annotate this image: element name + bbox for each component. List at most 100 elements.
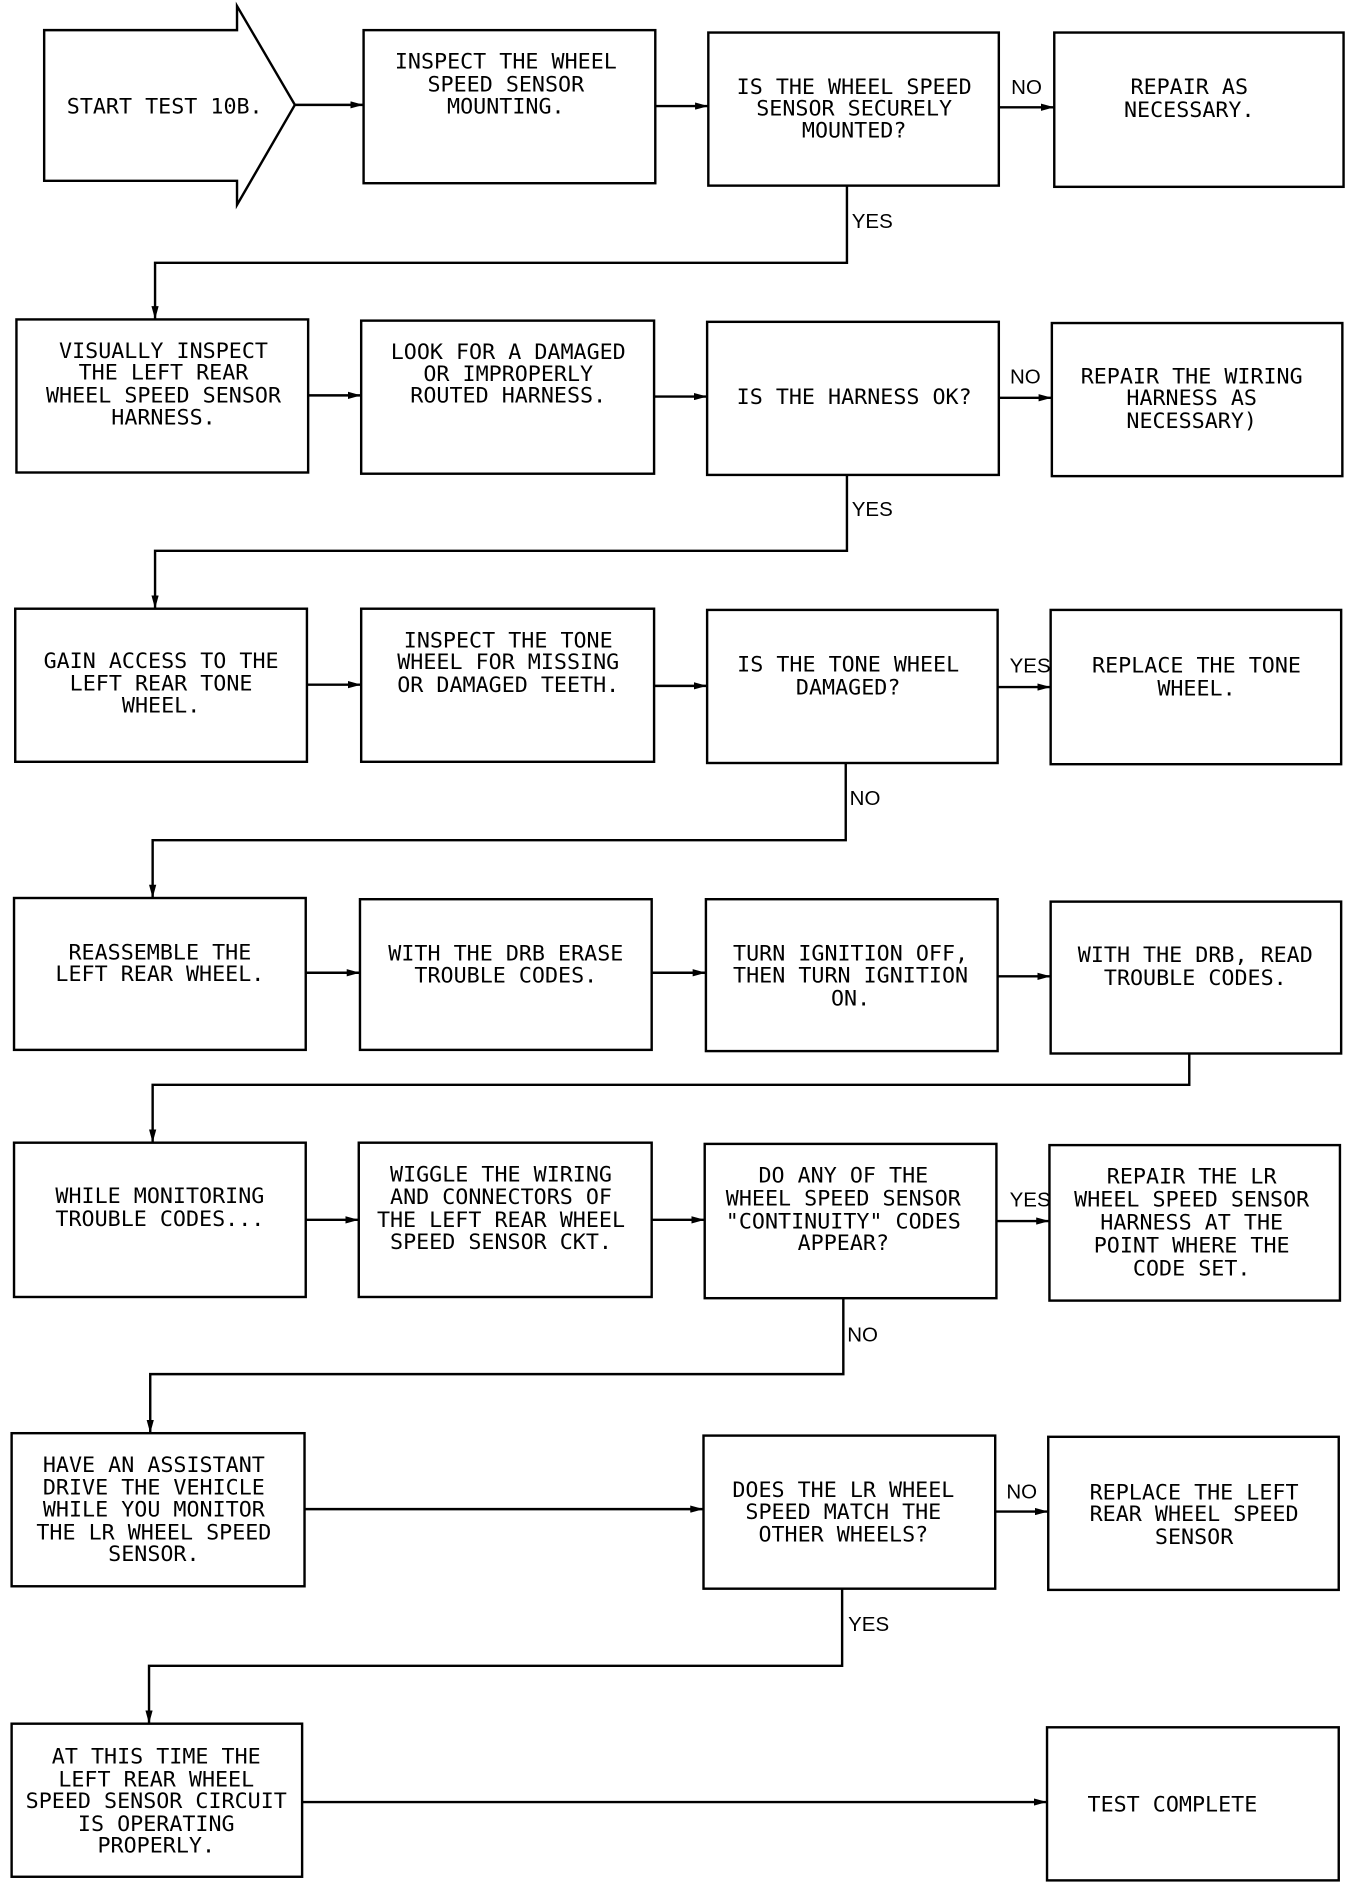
edge-label-yes: YES xyxy=(852,498,893,521)
step-text-line: HARNESS. xyxy=(111,405,215,430)
step-text-line: INSPECT THE WHEEL xyxy=(395,50,617,75)
step-text-line: NECESSARY. xyxy=(1124,98,1255,123)
step-box xyxy=(362,28,657,185)
step-text-line: HARNESS AS xyxy=(1126,386,1257,411)
decision-box xyxy=(705,608,999,765)
step-text-line: TROUBLE CODES. xyxy=(414,963,597,988)
step-text-line: WIGGLE THE WIRING xyxy=(390,1162,612,1187)
step-text-line: WITH THE DRB, READ xyxy=(1078,943,1313,968)
step-text-line: POINT WHERE THE xyxy=(1094,1233,1290,1258)
step-text-line: TEST COMPLETE xyxy=(1088,1793,1258,1818)
decision-box xyxy=(702,1434,997,1590)
decision-sensor-mounted: IS THE WHEEL SPEED SENSOR SECURELY MOUNT… xyxy=(707,31,1001,187)
step-reassemble-wheel: REASSEMBLE THE LEFT REAR WHEEL. xyxy=(12,896,307,1052)
decision-text-line: DOES THE LR WHEEL xyxy=(732,1478,954,1503)
step-box xyxy=(1053,31,1345,189)
step-text-line: WHEEL SPEED SENSOR xyxy=(1074,1188,1310,1213)
step-text-line: TROUBLE CODES. xyxy=(1104,966,1287,991)
edge-label-no: NO xyxy=(1010,365,1041,388)
step-box xyxy=(10,1722,304,1878)
edge-label-yes: YES xyxy=(1010,1189,1051,1212)
step-text-line: SPEED SENSOR xyxy=(427,73,585,98)
step-wiggle-wiring: WIGGLE THE WIRING AND CONNECTORS OF THE … xyxy=(357,1141,653,1299)
step-text-line: ON. xyxy=(831,986,870,1011)
step-replace-tone-wheel: REPLACE THE TONE WHEEL. xyxy=(1049,608,1343,766)
decision-box xyxy=(707,31,1001,187)
edge-labels: NO YES NO YES YES NO YES NO NO YES xyxy=(847,76,1050,1636)
connector-arrow xyxy=(151,185,849,320)
step-text-line: THE LEFT REAR WHEEL xyxy=(377,1208,625,1233)
step-drive-test: HAVE AN ASSISTANT DRIVE THE VEHICLE WHIL… xyxy=(10,1431,306,1588)
step-text-line: WHEEL SPEED SENSOR xyxy=(46,384,282,409)
step-box xyxy=(358,898,653,1052)
start-label: START TEST 10B. xyxy=(67,94,263,119)
step-monitor-codes: WHILE MONITORING TROUBLE CODES... xyxy=(12,1141,307,1299)
step-test-complete: TEST COMPLETE xyxy=(1045,1726,1340,1882)
edge-label-no: NO xyxy=(850,787,881,810)
step-box xyxy=(359,319,656,475)
step-text-line: OR DAMAGED TEETH. xyxy=(397,673,619,698)
step-text-line: WHEEL FOR MISSING xyxy=(397,650,619,675)
step-text-line: WHEEL. xyxy=(122,693,200,718)
step-box xyxy=(10,1431,306,1588)
step-text-line: REAR WHEEL SPEED xyxy=(1090,1502,1299,1527)
decision-speed-match: DOES THE LR WHEEL SPEED MATCH THE OTHER … xyxy=(702,1434,997,1590)
step-box xyxy=(357,1141,653,1299)
step-text-line: GAIN ACCESS TO THE xyxy=(44,649,279,674)
decision-text-line: APPEAR? xyxy=(798,1231,889,1256)
decision-text-line: DO ANY OF THE xyxy=(758,1163,928,1188)
step-text-line: LOOK FOR A DAMAGED xyxy=(391,340,626,365)
step-erase-codes: WITH THE DRB ERASE TROUBLE CODES. xyxy=(358,898,653,1052)
step-look-for-damage: LOOK FOR A DAMAGED OR IMPROPERLY ROUTED … xyxy=(359,319,656,475)
step-text-line: SENSOR. xyxy=(108,1542,199,1567)
connector-arrow xyxy=(151,474,849,609)
step-replace-sensor: REPLACE THE LEFT REAR WHEEL SPEED SENSOR xyxy=(1047,1435,1340,1592)
edge-label-yes: YES xyxy=(848,1613,889,1636)
connector-arrow xyxy=(146,1298,845,1434)
step-repair-lr-harness: REPAIR THE LR WHEEL SPEED SENSOR HARNESS… xyxy=(1048,1143,1342,1302)
step-text-line: REASSEMBLE THE xyxy=(68,940,251,965)
step-text-line: LEFT REAR WHEEL xyxy=(58,1767,254,1792)
step-text-line: REPAIR THE WIRING xyxy=(1081,364,1303,389)
decision-continuity-codes: DO ANY OF THE WHEEL SPEED SENSOR "CONTIN… xyxy=(703,1142,998,1300)
step-box xyxy=(12,1141,307,1299)
step-inspect-mounting: INSPECT THE WHEEL SPEED SENSOR MOUNTING. xyxy=(362,28,657,185)
step-text-line: THEN TURN IGNITION xyxy=(733,963,968,988)
decision-text-line: SPEED MATCH THE xyxy=(745,1500,941,1525)
step-box xyxy=(1045,1726,1340,1882)
step-text-line: INSPECT THE TONE xyxy=(404,628,613,653)
decision-box xyxy=(703,1142,998,1300)
step-text-line: WHILE MONITORING xyxy=(55,1184,264,1209)
step-inspect-harness: VISUALLY INSPECT THE LEFT REAR WHEEL SPE… xyxy=(15,318,310,474)
step-text-line: ROUTED HARNESS. xyxy=(410,384,606,409)
step-text-line: WHILE YOU MONITOR xyxy=(43,1497,266,1522)
step-text-line: REPLACE THE TONE xyxy=(1092,654,1301,679)
decision-text-line: MOUNTED? xyxy=(802,118,906,143)
step-text-line: REPAIR THE LR xyxy=(1107,1165,1278,1190)
decision-text-line: SENSOR SECURELY xyxy=(756,97,952,122)
step-text-line: THE LR WHEEL SPEED xyxy=(36,1520,271,1545)
step-text-line: WITH THE DRB ERASE xyxy=(388,942,623,967)
step-box xyxy=(1049,900,1343,1055)
edge-label-no: NO xyxy=(847,1324,878,1347)
step-text-line: OR IMPROPERLY xyxy=(423,362,593,387)
start-arrow-shape xyxy=(42,1,297,210)
step-read-codes: WITH THE DRB, READ TROUBLE CODES. xyxy=(1049,900,1343,1055)
step-text-line: DRIVE THE VEHICLE xyxy=(43,1476,265,1501)
connector-arrow xyxy=(149,1053,1191,1143)
step-text-line: THE LEFT REAR xyxy=(79,361,250,386)
step-text-line: LEFT REAR WHEEL. xyxy=(55,962,264,987)
step-box xyxy=(1050,321,1344,478)
edge-label-yes: YES xyxy=(1010,655,1051,678)
step-text-line: REPAIR AS xyxy=(1131,75,1249,100)
step-box xyxy=(1047,1435,1340,1592)
decision-tone-wheel-damaged: IS THE TONE WHEEL DAMAGED? xyxy=(705,608,999,765)
step-box xyxy=(12,896,307,1052)
step-text-line: IS OPERATING xyxy=(78,1812,235,1837)
edge-label-yes: YES xyxy=(852,210,893,233)
step-text-line: TURN IGNITION OFF, xyxy=(733,942,968,967)
step-text-line: MOUNTING. xyxy=(447,94,565,119)
decision-harness-ok: IS THE HARNESS OK? xyxy=(705,320,1001,477)
step-repair-mounting: REPAIR AS NECESSARY. xyxy=(1053,31,1345,189)
